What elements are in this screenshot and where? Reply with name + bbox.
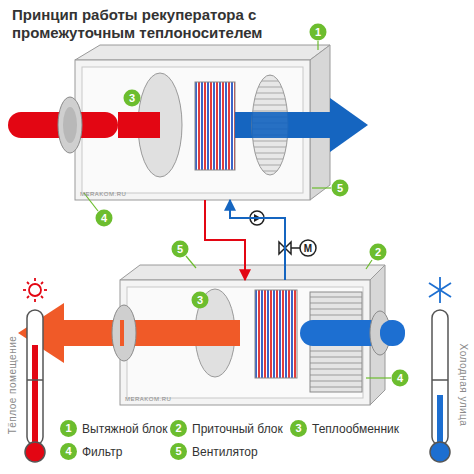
callout-number: 4 bbox=[96, 210, 113, 227]
legend-swatch: 5 bbox=[170, 443, 187, 460]
legend-swatch: 1 bbox=[60, 420, 77, 437]
side-caption: Холодная улица bbox=[458, 344, 469, 427]
callout-number: 2 bbox=[370, 244, 387, 261]
watermark: MERAKOM.RU bbox=[80, 191, 126, 197]
motor-symbol bbox=[300, 240, 316, 256]
coolant-pipe bbox=[230, 200, 285, 280]
title: Принцип работы рекуператора с промежуточ… bbox=[12, 6, 322, 42]
motor-letter: M bbox=[304, 243, 312, 254]
callout-number: 5 bbox=[332, 180, 349, 197]
sun-icon bbox=[23, 278, 47, 302]
legend-item: 5 Вентилятор bbox=[170, 443, 258, 460]
legend-swatch: 3 bbox=[290, 420, 307, 437]
leader-lines bbox=[84, 41, 391, 378]
unit-housing: MERAKOM.RU bbox=[120, 280, 370, 405]
legend-item: 1 Вытяжной блок bbox=[60, 420, 167, 437]
callout-number: 4 bbox=[392, 370, 409, 387]
supply-unit bbox=[18, 265, 405, 405]
snowflake-icon bbox=[429, 277, 451, 303]
coolant-pipe bbox=[205, 200, 245, 280]
legend-text: Фильтр bbox=[82, 445, 122, 459]
legend-text: Вытяжной блок bbox=[82, 422, 167, 436]
legend-text: Вентилятор bbox=[192, 445, 258, 459]
legend-text: Теплообменник bbox=[312, 422, 399, 436]
callout-number: 3 bbox=[124, 90, 141, 107]
watermark: MERAKOM.RU bbox=[125, 396, 171, 402]
cold-thermometer bbox=[430, 310, 450, 462]
warm-thermometer bbox=[25, 310, 45, 462]
legend-item: 2 Приточный блок bbox=[170, 420, 283, 437]
unit-housing: MERAKOM.RU bbox=[75, 60, 310, 200]
legend-item: 3 Теплообменник bbox=[290, 420, 399, 437]
callout-number: 5 bbox=[172, 241, 189, 258]
legend-text: Приточный блок bbox=[192, 422, 283, 436]
callout-number: 1 bbox=[310, 24, 327, 41]
exhaust-unit bbox=[8, 45, 368, 200]
legend-swatch: 2 bbox=[170, 420, 187, 437]
legend-swatch: 4 bbox=[60, 443, 77, 460]
callout-number: 3 bbox=[192, 292, 209, 309]
side-caption: Тёплое помещение bbox=[7, 336, 18, 435]
legend-item: 4 Фильтр bbox=[60, 443, 122, 460]
